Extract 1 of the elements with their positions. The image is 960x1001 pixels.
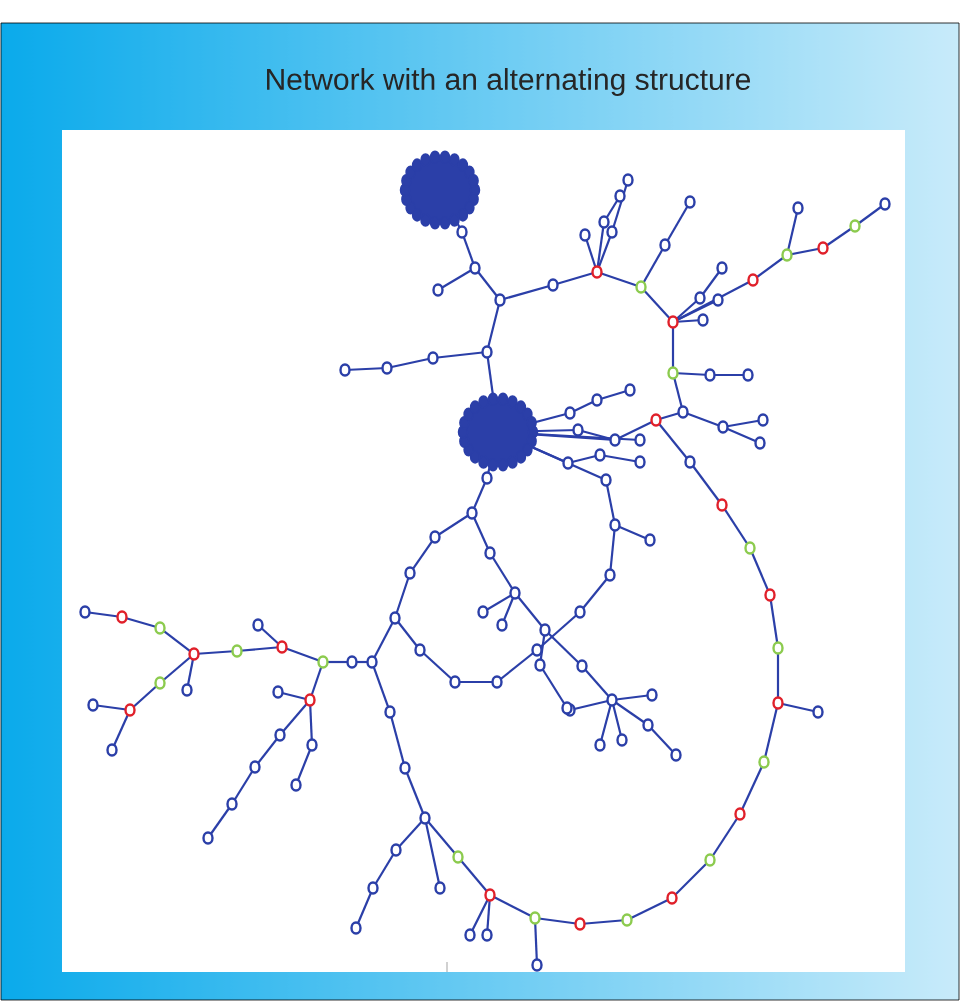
title: Network with an alternating structure	[267, 68, 751, 96]
